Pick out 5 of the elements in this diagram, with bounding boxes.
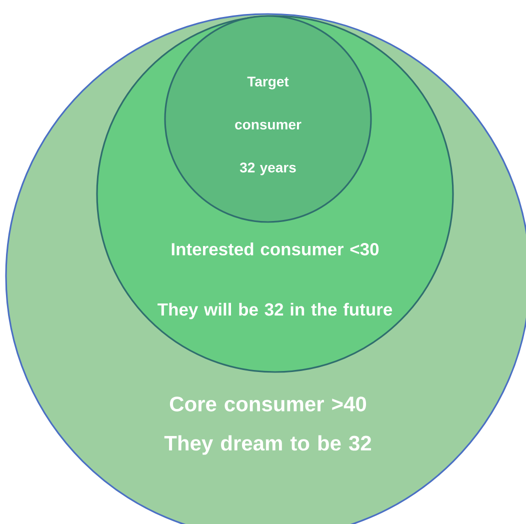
circle-label: Interested consumer <30 [172,242,379,256]
circle-label: Target consumer 32 years [235,76,302,176]
circle-label: They dream to be 32 [164,435,372,455]
circle-label: They will be 32 in the future [158,302,392,320]
circle-label: Core consumer >40 [170,396,366,412]
